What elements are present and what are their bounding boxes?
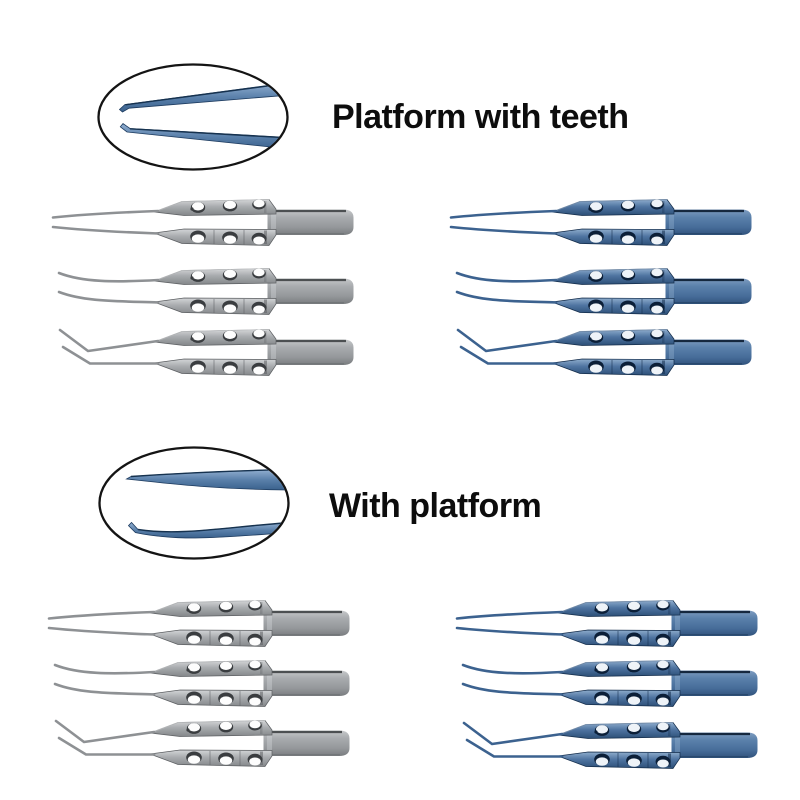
forceps-blue-angled-platform bbox=[446, 712, 766, 782]
forceps-blue-straight-toothed bbox=[440, 189, 760, 259]
forceps-gray-angled-platform bbox=[38, 710, 358, 780]
forceps-gray-angled-toothed bbox=[42, 319, 362, 389]
forceps-blue-curved-platform bbox=[446, 650, 766, 720]
forceps-blue-angled-toothed bbox=[440, 319, 760, 389]
caption-with-platform: With platform bbox=[329, 487, 542, 525]
tip-closeup-platform-drawing bbox=[98, 446, 290, 560]
forceps-blue-curved-toothed bbox=[440, 258, 760, 328]
tip-closeup-platform bbox=[97, 445, 291, 566]
tip-closeup-teeth bbox=[96, 62, 290, 177]
inset-oval-border bbox=[98, 446, 290, 560]
toothed-tips-closeup bbox=[118, 82, 287, 150]
caption-platform-with-teeth: Platform with teeth bbox=[332, 98, 629, 136]
inset-oval-border bbox=[97, 63, 289, 171]
tip-closeup-teeth-drawing bbox=[97, 63, 289, 171]
curved-tips-closeup bbox=[125, 468, 288, 539]
forceps-gray-curved-toothed bbox=[42, 258, 362, 328]
forceps-gray-straight-toothed bbox=[42, 189, 362, 259]
